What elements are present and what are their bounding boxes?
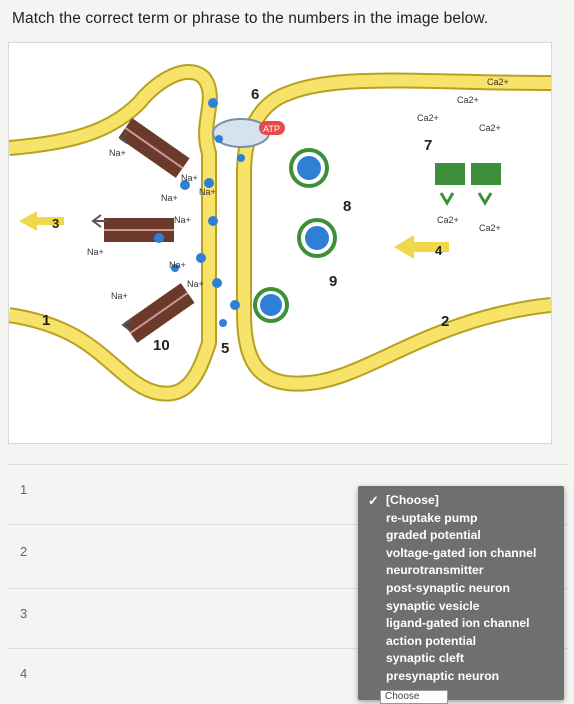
- dropdown-option[interactable]: graded potential: [386, 528, 481, 543]
- ca-label: Ca2+: [437, 215, 459, 225]
- synapse-diagram: ATP: [8, 42, 552, 444]
- na-label: Na+: [199, 187, 216, 197]
- arrow-left-action-potential: [19, 211, 64, 231]
- dropdown-option[interactable]: post-synaptic neuron: [386, 581, 510, 595]
- na-label: Na+: [161, 193, 178, 203]
- synaptic-vesicle-1: [289, 148, 329, 188]
- dropdown-option[interactable]: synaptic cleft: [386, 651, 464, 666]
- number-5: 5: [221, 340, 229, 357]
- na-label: Na+: [87, 247, 104, 257]
- dropdown-option[interactable]: neurotransmitter: [386, 563, 484, 578]
- number-9: 9: [329, 273, 337, 290]
- row-number-2: 2: [20, 544, 28, 559]
- row-number-4: 4: [20, 666, 28, 681]
- na-label: Na+: [187, 279, 204, 289]
- na-label: Na+: [111, 291, 128, 301]
- number-3: 3: [52, 216, 59, 231]
- voltage-gated-channel-top: [118, 118, 190, 178]
- dropdown-option[interactable]: re-uptake pump: [386, 510, 478, 525]
- atp-label: ATP: [263, 124, 280, 134]
- ligand-gated-channel: [435, 163, 501, 206]
- ca-label: Ca2+: [417, 113, 439, 123]
- diagram-numbers: 1 2 3 4 5 6 7 8 9 10: [42, 86, 449, 357]
- ca-label: Ca2+: [457, 95, 479, 105]
- presynaptic-membrane: [9, 64, 218, 402]
- na-label: Na+: [169, 260, 186, 270]
- ca-label: Ca2+: [487, 77, 509, 87]
- number-8: 8: [343, 198, 351, 215]
- dropdown-option[interactable]: presynaptic neuron: [386, 669, 500, 683]
- checkmark-icon: ✓: [368, 493, 379, 508]
- choose-select[interactable]: Choose: [380, 690, 448, 704]
- row-divider: [8, 588, 568, 589]
- na-label: Na+: [181, 173, 198, 183]
- voltage-gated-channel-bottom: [123, 283, 195, 343]
- channel-arrows: [91, 132, 132, 332]
- synaptic-vesicle-2: [297, 218, 337, 258]
- number-4: 4: [435, 243, 443, 258]
- question-text: Match the correct term or phrase to the …: [12, 10, 489, 27]
- postsynaptic-membrane: [236, 72, 551, 392]
- ca-label: Ca2+: [479, 123, 501, 133]
- reuptake-pump: ATP: [212, 118, 285, 148]
- ca-label: Ca2+: [479, 223, 501, 233]
- synaptic-vesicle-3: [253, 287, 289, 323]
- row-number-3: 3: [20, 606, 28, 621]
- na-label: Na+: [174, 215, 191, 225]
- number-10: 10: [153, 337, 170, 354]
- answer-dropdown-menu[interactable]: ✓ [Choose] re-uptake pump graded potenti…: [358, 486, 564, 700]
- number-7: 7: [424, 137, 432, 154]
- row-divider: [8, 648, 568, 649]
- dropdown-option-choose[interactable]: [Choose]: [386, 493, 439, 507]
- na-label: Na+: [109, 148, 126, 158]
- row-divider: [8, 464, 568, 465]
- dropdown-option[interactable]: action potential: [386, 633, 477, 648]
- calcium-labels: Ca2+ Ca2+ Ca2+ Ca2+ Ca2+ Ca2+: [417, 77, 509, 233]
- dropdown-option[interactable]: ligand-gated ion channel: [386, 616, 530, 631]
- sodium-labels: Na+ Na+ Na+ Na+ Na+ Na+ Na+ Na+ Na+: [87, 148, 216, 301]
- neurotransmitters: [154, 98, 245, 327]
- number-1: 1: [42, 312, 50, 329]
- number-6: 6: [251, 86, 259, 103]
- row-divider: [8, 524, 568, 525]
- row-number-1: 1: [20, 482, 28, 497]
- dropdown-option[interactable]: voltage-gated ion channel: [386, 545, 537, 560]
- arrow-left-graded-potential: [394, 235, 449, 259]
- dropdown-option[interactable]: synaptic vesicle: [386, 598, 480, 613]
- number-2: 2: [441, 313, 449, 330]
